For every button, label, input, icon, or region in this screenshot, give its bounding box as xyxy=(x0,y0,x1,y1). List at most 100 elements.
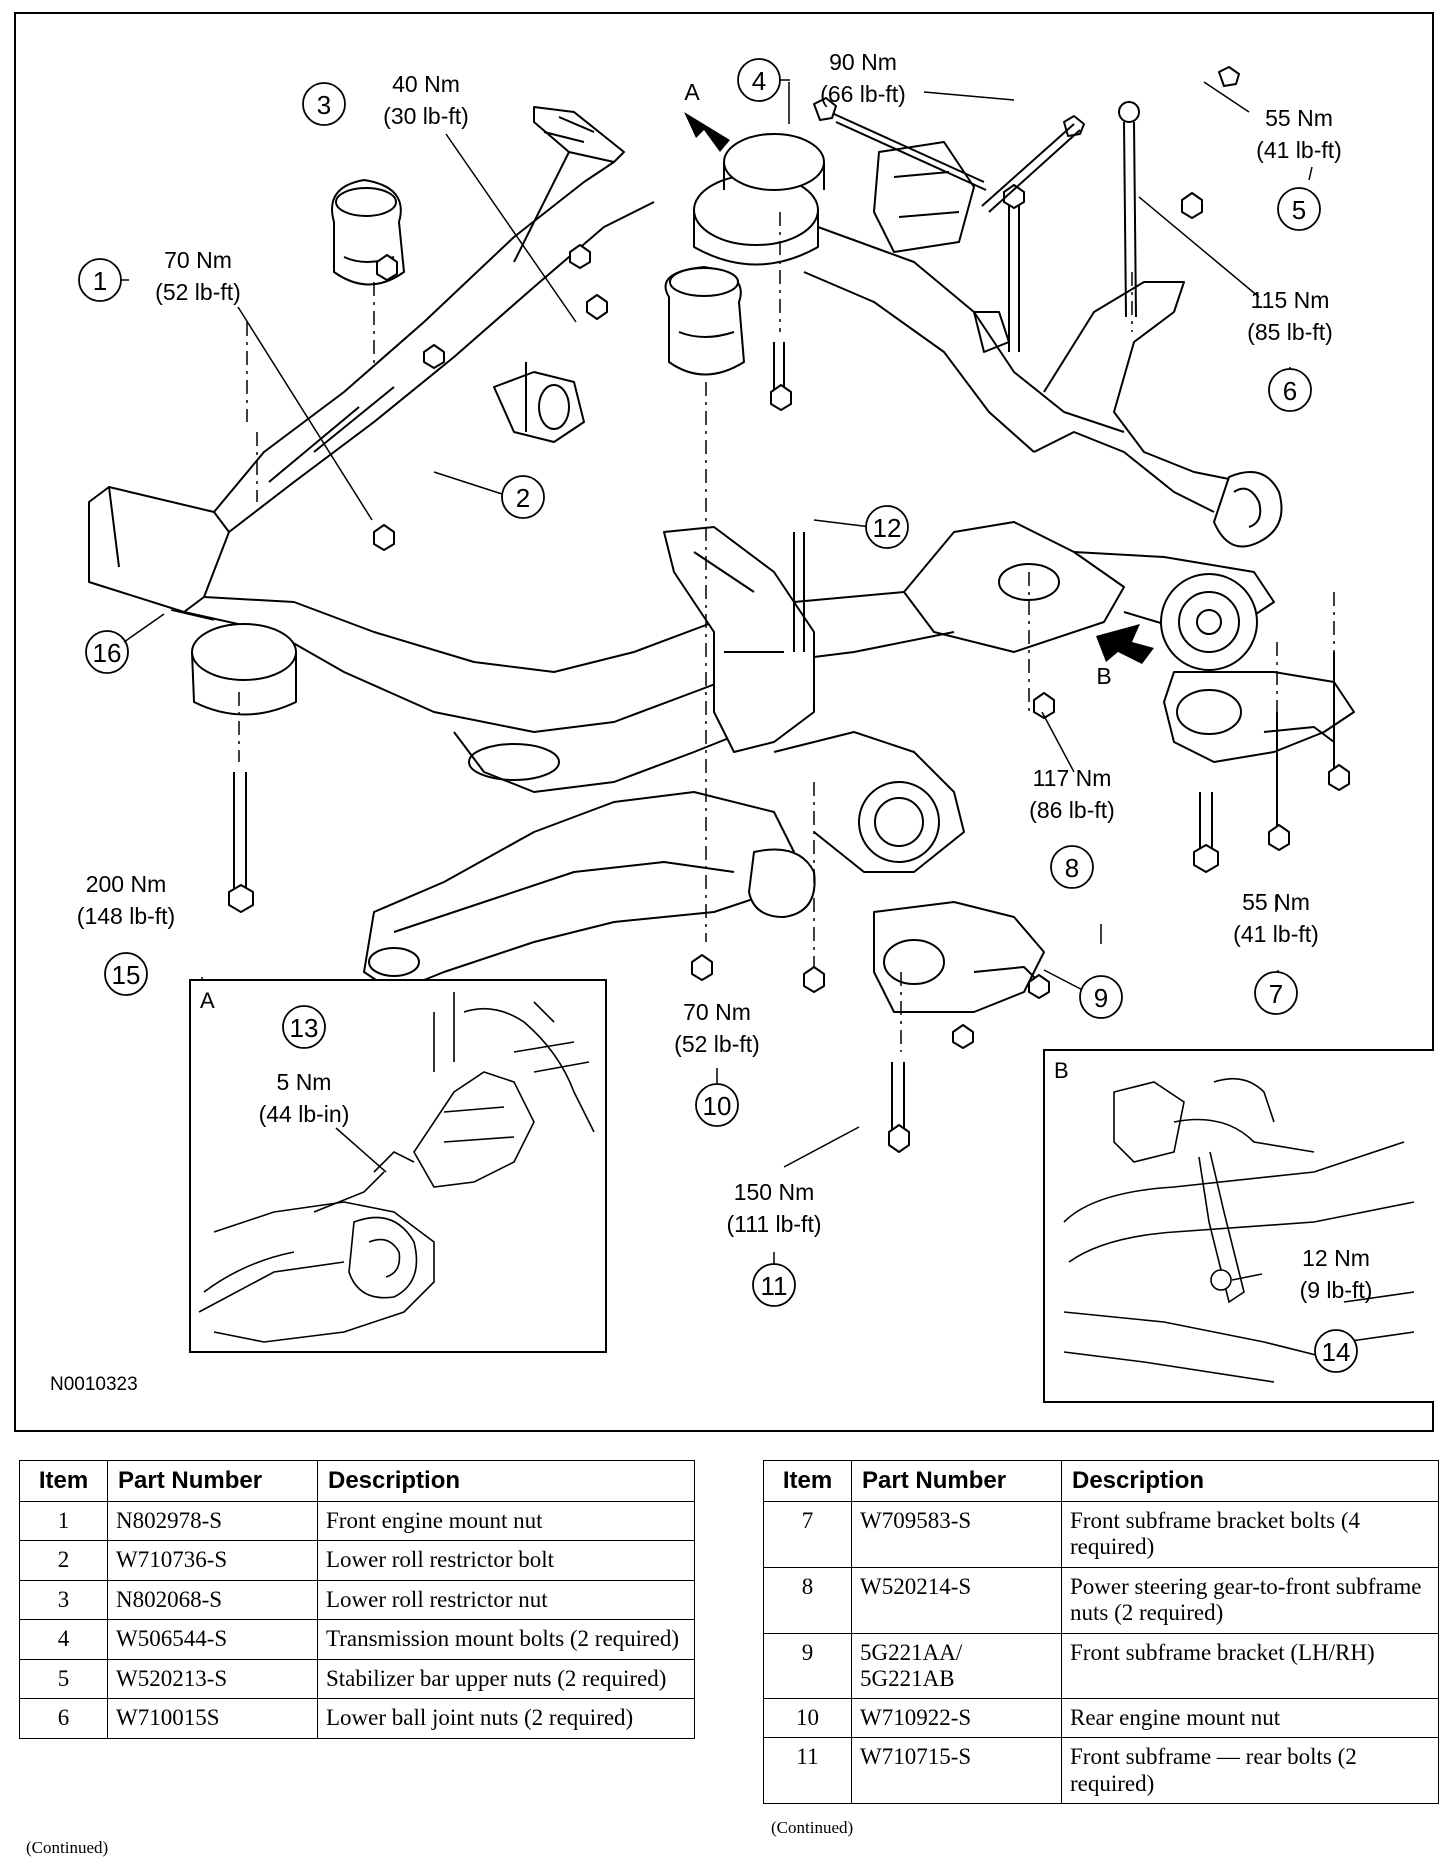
svg-text:(148 lb-ft): (148 lb-ft) xyxy=(77,903,175,929)
svg-text:15: 15 xyxy=(112,960,141,990)
cell-part-number: W520213-S xyxy=(107,1658,318,1700)
header-part-number: Part Number xyxy=(107,1460,318,1502)
cell-part-number: W710715-S xyxy=(851,1737,1062,1805)
cell-item: 8 xyxy=(763,1566,852,1634)
svg-text:115 Nm: 115 Nm xyxy=(1251,287,1330,313)
svg-text:(85 lb-ft): (85 lb-ft) xyxy=(1247,319,1333,345)
cell-item: 10 xyxy=(763,1697,852,1739)
cell-item: 11 xyxy=(763,1737,852,1805)
continued-note-left: (Continued) xyxy=(26,1838,109,1857)
cell-part-number: N802978-S xyxy=(107,1500,318,1542)
header-item: Item xyxy=(763,1460,852,1502)
header-description: Description xyxy=(317,1460,695,1502)
svg-text:13: 13 xyxy=(290,1013,319,1043)
svg-text:5: 5 xyxy=(1292,195,1306,225)
svg-text:117 Nm: 117 Nm xyxy=(1033,765,1112,791)
header-item: Item xyxy=(19,1460,108,1502)
cell-description: Power steering gear-to-front subframe nu… xyxy=(1061,1566,1439,1634)
svg-text:(86 lb-ft): (86 lb-ft) xyxy=(1029,797,1115,823)
table-header-row: Item Part Number Description xyxy=(763,1460,1439,1502)
svg-text:1: 1 xyxy=(93,266,107,296)
svg-text:12 Nm: 12 Nm xyxy=(1302,1245,1370,1271)
svg-text:(111 lb-ft): (111 lb-ft) xyxy=(726,1211,821,1237)
cell-item: 6 xyxy=(19,1698,108,1739)
view-label-a: A xyxy=(684,79,700,105)
cell-item: 1 xyxy=(19,1500,108,1542)
cell-description: Lower ball joint nuts (2 required) xyxy=(317,1698,695,1739)
svg-text:(9 lb-ft): (9 lb-ft) xyxy=(1300,1277,1373,1303)
svg-text:(41 lb-ft): (41 lb-ft) xyxy=(1256,137,1342,163)
svg-text:14: 14 xyxy=(1322,1337,1351,1367)
cell-item: 9 xyxy=(763,1632,852,1699)
cell-description: Transmission mount bolts (2 required) xyxy=(317,1619,695,1660)
cell-part-number: W709583-S xyxy=(851,1501,1062,1568)
cell-part-number: W506544-S xyxy=(107,1619,318,1660)
view-arrow-a xyxy=(684,112,730,152)
svg-text:12: 12 xyxy=(873,513,902,543)
header-part-number: Part Number xyxy=(851,1460,1062,1502)
svg-text:150 Nm: 150 Nm xyxy=(734,1179,815,1205)
subframe-diagram: 1 70 Nm (52 lb-ft) 2 3 40 Nm (30 lb-ft) … xyxy=(14,12,1434,1432)
svg-text:9: 9 xyxy=(1094,983,1108,1013)
cell-description: Front subframe bracket (LH/RH) xyxy=(1061,1632,1439,1699)
cell-item: 4 xyxy=(19,1619,108,1660)
svg-text:7: 7 xyxy=(1269,979,1283,1009)
cell-description: Front subframe — rear bolts (2 required) xyxy=(1061,1737,1439,1805)
subframe-illustration xyxy=(88,66,1355,1153)
callout-1: 1 70 Nm (52 lb-ft) xyxy=(78,247,241,305)
svg-text:(52 lb-ft): (52 lb-ft) xyxy=(155,279,241,305)
svg-text:A: A xyxy=(200,988,215,1013)
svg-text:B: B xyxy=(1054,1058,1069,1083)
callout-8: 8 117 Nm (86 lb-ft) xyxy=(1029,765,1115,889)
callout-15: 15 200 Nm (148 lb-ft) xyxy=(77,871,175,996)
inset-a: A 13 5 Nm (44 lb-in) xyxy=(189,979,607,1353)
cell-description: Lower roll restrictor bolt xyxy=(317,1540,695,1581)
callout-9: 9 xyxy=(1079,975,1123,1019)
figure-code: N0010323 xyxy=(50,1374,138,1395)
svg-text:(52 lb-ft): (52 lb-ft) xyxy=(674,1031,760,1057)
cell-part-number: N802068-S xyxy=(107,1579,318,1621)
svg-text:6: 6 xyxy=(1283,376,1297,406)
callout-12: 12 xyxy=(865,505,909,549)
callout-16: 16 xyxy=(85,630,129,674)
svg-text:70 Nm: 70 Nm xyxy=(164,247,232,273)
svg-text:5 Nm: 5 Nm xyxy=(277,1069,332,1095)
svg-text:11: 11 xyxy=(761,1271,788,1301)
svg-text:2: 2 xyxy=(516,483,530,513)
svg-text:16: 16 xyxy=(93,638,122,668)
cell-part-number: W710922-S xyxy=(851,1697,1062,1739)
callout-4: 4 90 Nm (66 lb-ft) xyxy=(737,49,906,107)
cell-description: Front subframe bracket bolts (4 required… xyxy=(1061,1501,1439,1568)
callout-5: 5 55 Nm (41 lb-ft) xyxy=(1256,105,1342,231)
svg-text:4: 4 xyxy=(752,66,766,96)
callout-10: 10 70 Nm (52 lb-ft) xyxy=(674,999,760,1127)
header-description: Description xyxy=(1061,1460,1439,1502)
cell-item: 3 xyxy=(19,1579,108,1621)
cell-item: 2 xyxy=(19,1540,108,1581)
leader-16 xyxy=(123,613,165,643)
cell-item: 5 xyxy=(19,1658,108,1700)
callout-11: 11 150 Nm (111 lb-ft) xyxy=(726,1179,822,1307)
callout-7: 7 55 Nm (41 lb-ft) xyxy=(1233,889,1319,1015)
cell-description: Rear engine mount nut xyxy=(1061,1697,1439,1739)
callout-3: 3 40 Nm (30 lb-ft) xyxy=(302,71,469,129)
cell-description: Front engine mount nut xyxy=(317,1500,695,1542)
cell-description: Stabilizer bar upper nuts (2 required) xyxy=(317,1658,695,1700)
svg-text:(66 lb-ft): (66 lb-ft) xyxy=(820,81,906,107)
svg-text:8: 8 xyxy=(1065,853,1079,883)
callout-2: 2 xyxy=(501,475,545,519)
view-arrow-b xyxy=(1096,624,1154,664)
cell-item: 7 xyxy=(763,1501,852,1568)
